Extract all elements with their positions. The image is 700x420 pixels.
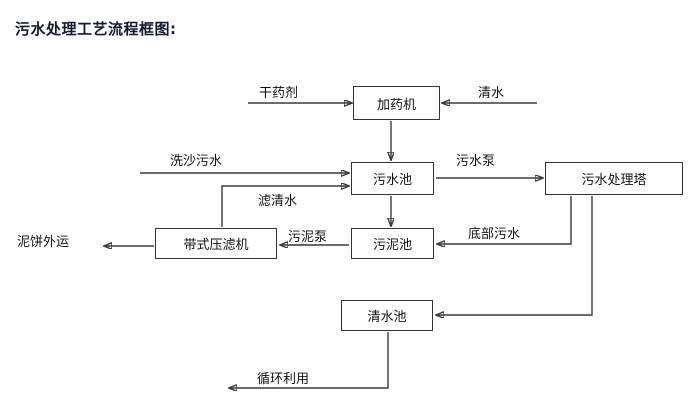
page-title: 污水处理工艺流程框图: [15,20,177,38]
node-sludge-pool-label: 污泥池 [372,238,412,253]
node-treatment-tower-label: 污水处理塔 [581,173,647,188]
node-belt-filter-press[interactable]: 带式压滤机 [155,228,277,259]
node-clear-water-pool[interactable]: 清水池 [341,300,433,331]
node-sewage-pool-label: 污水池 [372,173,412,188]
node-dosing-machine[interactable]: 加药机 [353,86,440,120]
edge-label-sewage-pump: 污水泵 [456,154,496,169]
edge-label-sand-wash-sewage: 洗沙污水 [170,154,223,169]
node-clear-water-pool-label: 清水池 [367,310,407,325]
edge-label-clean-water: 清水 [478,86,505,101]
edge-label-recycle: 循环利用 [257,372,310,387]
node-sludge-pool[interactable]: 污泥池 [351,228,434,259]
node-treatment-tower[interactable]: 污水处理塔 [545,162,683,195]
edge-label-sludge-pump: 污泥泵 [288,230,328,245]
edge-label-dry-agent: 干药剂 [259,86,299,101]
node-dosing-machine-label: 加药机 [376,97,416,113]
node-sewage-pool[interactable]: 污水池 [351,162,434,195]
node-belt-filter-press-label: 带式压滤机 [183,238,249,253]
label-mud-cake-transport: 泥饼外运 [17,235,70,250]
wire-tower-to-clear-pool [436,196,593,315]
edge-label-bottom-sewage: 底部污水 [468,227,521,242]
edge-label-filtrate: 滤清水 [258,194,298,209]
